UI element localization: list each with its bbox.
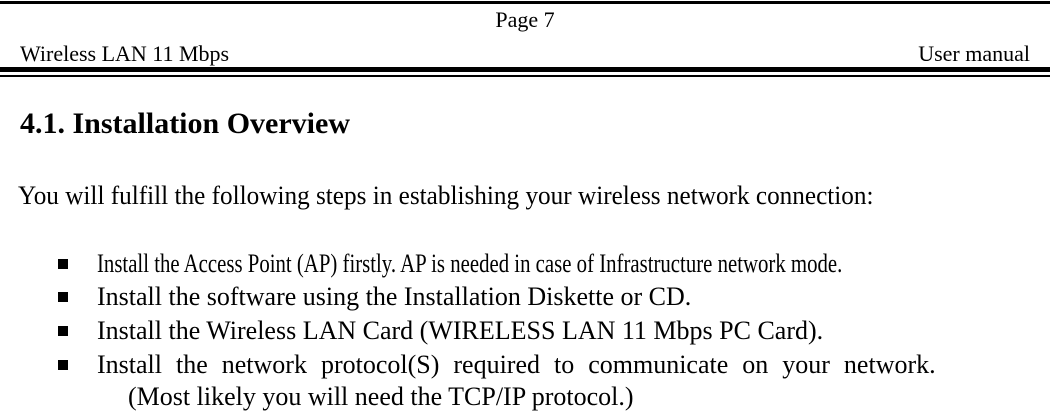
- bullet-item-install-protocol: Install the network protocol(S) required…: [58, 351, 936, 379]
- bullet-text: Install the Wireless LAN Card (WIRELESS …: [97, 316, 824, 345]
- bullet-square-icon: [58, 326, 68, 336]
- bullet-text: Install the network protocol(S) required…: [97, 350, 936, 379]
- bullet-text: Install the software using the Installat…: [97, 282, 692, 311]
- bullet-item-install-software: Install the software using the Installat…: [58, 283, 691, 311]
- header-separator-thick-rule: [0, 67, 1050, 72]
- bullet-square-icon: [58, 259, 68, 269]
- bullet-continuation-text: (Most likely you will need the TCP/IP pr…: [128, 382, 634, 411]
- page-number: Page 7: [495, 7, 555, 32]
- bullet-square-icon: [58, 292, 68, 302]
- top-border-rule: [0, 1, 1050, 4]
- header-separator-thin-rule: [0, 75, 1050, 77]
- header-left-title: Wireless LAN 11 Mbps: [20, 41, 230, 66]
- bullet-text: Install the Access Point (AP) firstly. A…: [97, 249, 843, 278]
- bullet-item-install-lan-card: Install the Wireless LAN Card (WIRELESS …: [58, 317, 823, 345]
- intro-paragraph: You will fulfill the following steps in …: [18, 181, 874, 210]
- bullet-item-install-ap: Install the Access Point (AP) firstly. A…: [58, 250, 1029, 278]
- header-right-title: User manual: [918, 41, 1030, 66]
- section-heading: 4.1. Installation Overview: [20, 107, 350, 140]
- bullet-square-icon: [58, 360, 68, 370]
